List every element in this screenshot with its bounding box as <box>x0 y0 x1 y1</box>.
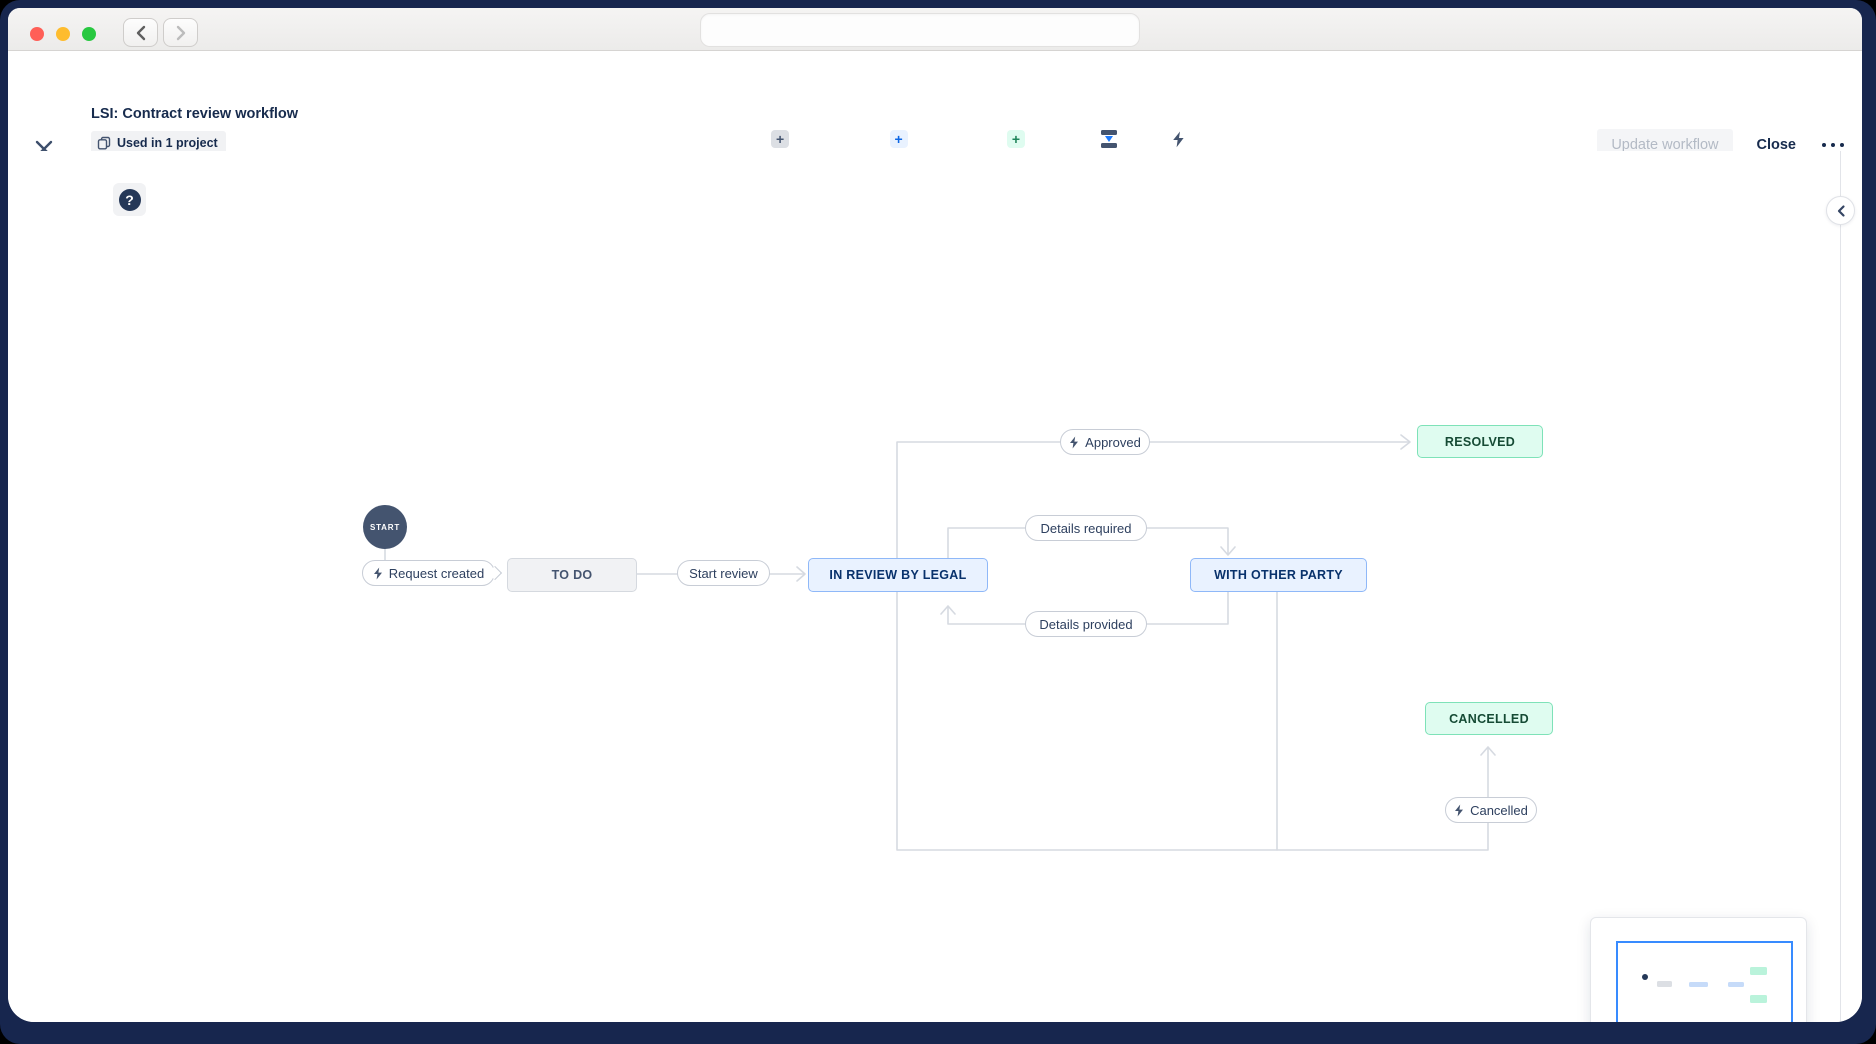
transition-request-created[interactable]: Request created <box>362 560 495 586</box>
transition-start-review[interactable]: Start review <box>677 560 770 586</box>
title-block: LSI: Contract review workflow Used in 1 … <box>91 106 298 155</box>
transition-details-required[interactable]: Details required <box>1025 515 1147 541</box>
usage-badge[interactable]: Used in 1 project <box>91 131 226 154</box>
transition-details-provided[interactable]: Details provided <box>1025 611 1147 637</box>
plus-todo-icon: + <box>771 130 790 148</box>
editor-header: LSI: Contract review workflow Used in 1 … <box>8 51 1862 195</box>
rule-lightning-icon <box>373 567 382 579</box>
minimap-done-bar <box>1750 967 1767 975</box>
browser-titlebar <box>8 8 1862 51</box>
copy-icon <box>97 136 111 149</box>
status-resolved[interactable]: RESOLVED <box>1417 425 1543 458</box>
browser-window: LSI: Contract review workflow Used in 1 … <box>8 8 1862 1022</box>
transition-approved[interactable]: Approved <box>1060 429 1150 455</box>
transition-cancelled[interactable]: Cancelled <box>1445 797 1537 823</box>
status-in-review-by-legal[interactable]: IN REVIEW BY LEGAL <box>808 558 988 592</box>
minimap-start-dot <box>1642 974 1648 980</box>
minimap-done-bar <box>1750 995 1767 1003</box>
rule-lightning-icon <box>1455 804 1464 816</box>
maximize-window-button[interactable] <box>82 27 96 41</box>
minimap-inprogress-bar <box>1728 982 1744 987</box>
rule-lightning-icon <box>1070 436 1079 448</box>
browser-back-button[interactable] <box>123 18 158 47</box>
close-window-button[interactable] <box>30 27 44 41</box>
more-menu-button[interactable] <box>1820 141 1846 149</box>
chevron-left-icon <box>1837 204 1845 217</box>
plus-inprogress-icon: + <box>889 130 908 148</box>
right-panel-collapsed <box>1840 151 1862 1022</box>
minimap-viewport[interactable] <box>1616 941 1793 1022</box>
minimap[interactable] <box>1590 917 1807 1022</box>
minimap-todo-bar <box>1657 981 1672 987</box>
page-title: LSI: Contract review workflow <box>91 106 299 122</box>
status-cancelled[interactable]: CANCELLED <box>1425 702 1553 735</box>
browser-forward-button[interactable] <box>163 18 198 47</box>
question-icon: ? <box>118 188 141 211</box>
ellipsis-icon <box>1822 142 1844 147</box>
transition-icon <box>1100 130 1118 148</box>
rule-lightning-icon <box>1170 130 1188 148</box>
help-button[interactable]: ? <box>113 183 146 216</box>
minimize-window-button[interactable] <box>56 27 70 41</box>
close-button[interactable]: Close <box>1756 136 1797 153</box>
chevron-left-icon <box>136 25 145 40</box>
status-with-other-party[interactable]: WITH OTHER PARTY <box>1190 558 1367 592</box>
status-todo[interactable]: TO DO <box>507 558 637 592</box>
start-node[interactable]: START <box>363 505 407 549</box>
plus-done-icon: + <box>1006 130 1025 148</box>
minimap-inprogress-bar <box>1689 982 1708 987</box>
browser-address-bar[interactable] <box>700 13 1140 47</box>
expand-panel-button[interactable] <box>1826 196 1855 225</box>
workflow-canvas[interactable]: ? <box>8 151 1840 1022</box>
usage-badge-label: Used in 1 project <box>117 135 218 150</box>
chevron-right-icon <box>176 25 185 40</box>
